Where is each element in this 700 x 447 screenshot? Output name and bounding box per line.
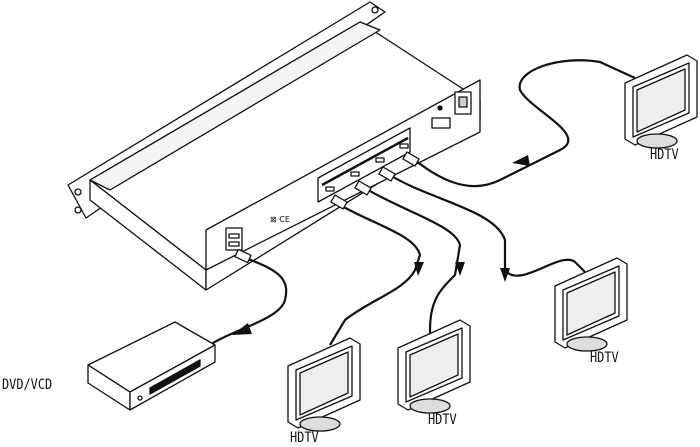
- tv-4: [287, 337, 361, 432]
- tv-2: [554, 257, 628, 352]
- cable-tv2: [389, 174, 586, 277]
- tv4-label: HDTV: [290, 430, 319, 446]
- source-label: DVD/VCD: [2, 377, 53, 393]
- direction-arrows: [232, 155, 530, 335]
- dvd-vcd-player: [87, 321, 216, 411]
- hdmi-cables: [204, 59, 636, 349]
- hdmi-splitter-unit: ⊠ CE: [67, 1, 481, 291]
- cable-tv1: [414, 59, 636, 188]
- tv-1: [624, 54, 698, 149]
- tv1-label: HDTV: [650, 147, 679, 163]
- tv-3: [397, 319, 471, 414]
- cable-tv4: [329, 204, 422, 346]
- hdmi-plugs: [234, 151, 420, 264]
- cable-tv3: [364, 187, 462, 345]
- tv2-label: HDTV: [590, 350, 619, 366]
- cable-input: [204, 256, 288, 349]
- tv3-label: HDTV: [428, 412, 457, 428]
- svg-text:⊠ CE: ⊠ CE: [270, 215, 290, 224]
